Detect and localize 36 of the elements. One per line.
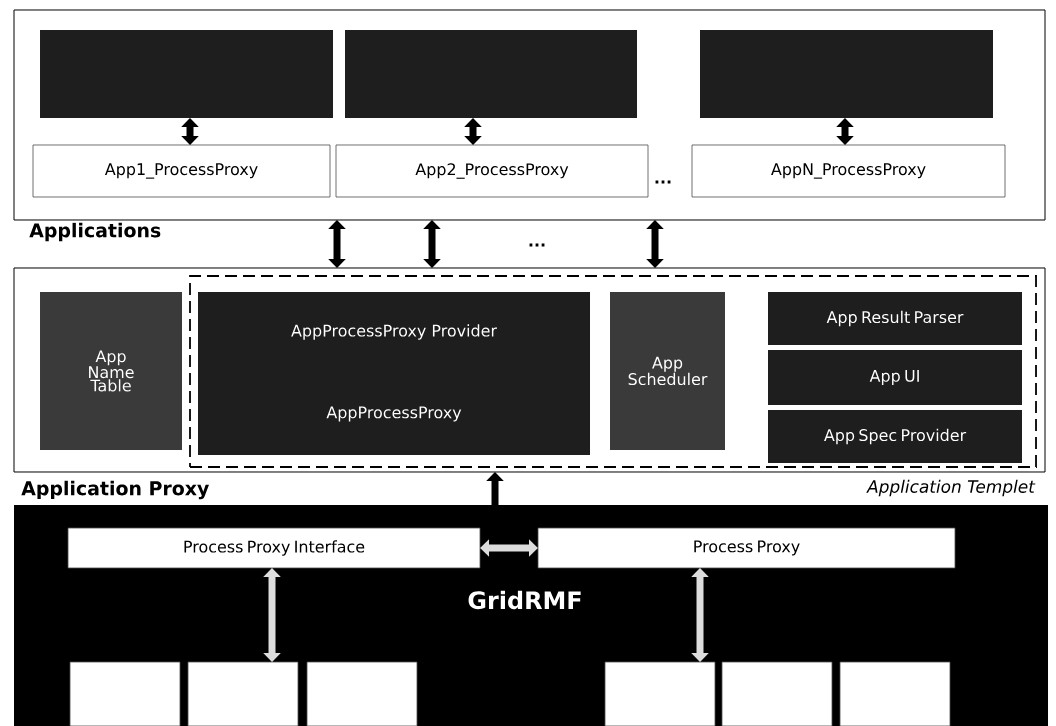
process-box	[604, 661, 716, 726]
arrow	[480, 539, 538, 557]
arrow	[328, 220, 346, 268]
arrow	[646, 220, 664, 268]
box-label: AppProcessProxy Provider	[291, 324, 497, 340]
process-box: App UI	[768, 350, 1022, 405]
process-box: App Result Parser	[768, 292, 1022, 345]
arrow	[464, 118, 482, 145]
process-box	[69, 661, 181, 726]
process-box: AppN_ProcessProxy	[691, 144, 1006, 198]
arrow	[181, 118, 199, 145]
process-box: App Spec Provider	[768, 410, 1022, 463]
panel-heading: GridRMF	[468, 590, 581, 610]
process-box	[345, 30, 637, 118]
box-label: AppProcessProxy	[326, 406, 462, 422]
ellipsis: ...	[529, 243, 545, 247]
panel-heading: Application Proxy	[21, 480, 209, 500]
ellipsis: ...	[655, 180, 671, 184]
process-box: App Name Table	[40, 292, 182, 450]
panel-heading: Application Templet	[866, 479, 1036, 497]
process-box	[839, 661, 951, 726]
process-box: Process Proxy	[537, 527, 956, 569]
process-box: App2_ProcessProxy	[335, 144, 649, 198]
process-box	[306, 661, 418, 726]
arrow	[423, 220, 441, 268]
process-box	[187, 661, 299, 726]
process-box: App1_ProcessProxy	[32, 144, 331, 198]
process-box	[40, 30, 333, 118]
arrow	[836, 118, 854, 145]
process-box	[700, 30, 993, 118]
process-box: App Scheduler	[610, 292, 725, 450]
panel-heading: Applications	[29, 222, 161, 242]
arrow	[263, 568, 281, 662]
process-box: Process Proxy Interface	[67, 527, 481, 569]
arrow	[691, 568, 709, 662]
process-box	[721, 661, 833, 726]
